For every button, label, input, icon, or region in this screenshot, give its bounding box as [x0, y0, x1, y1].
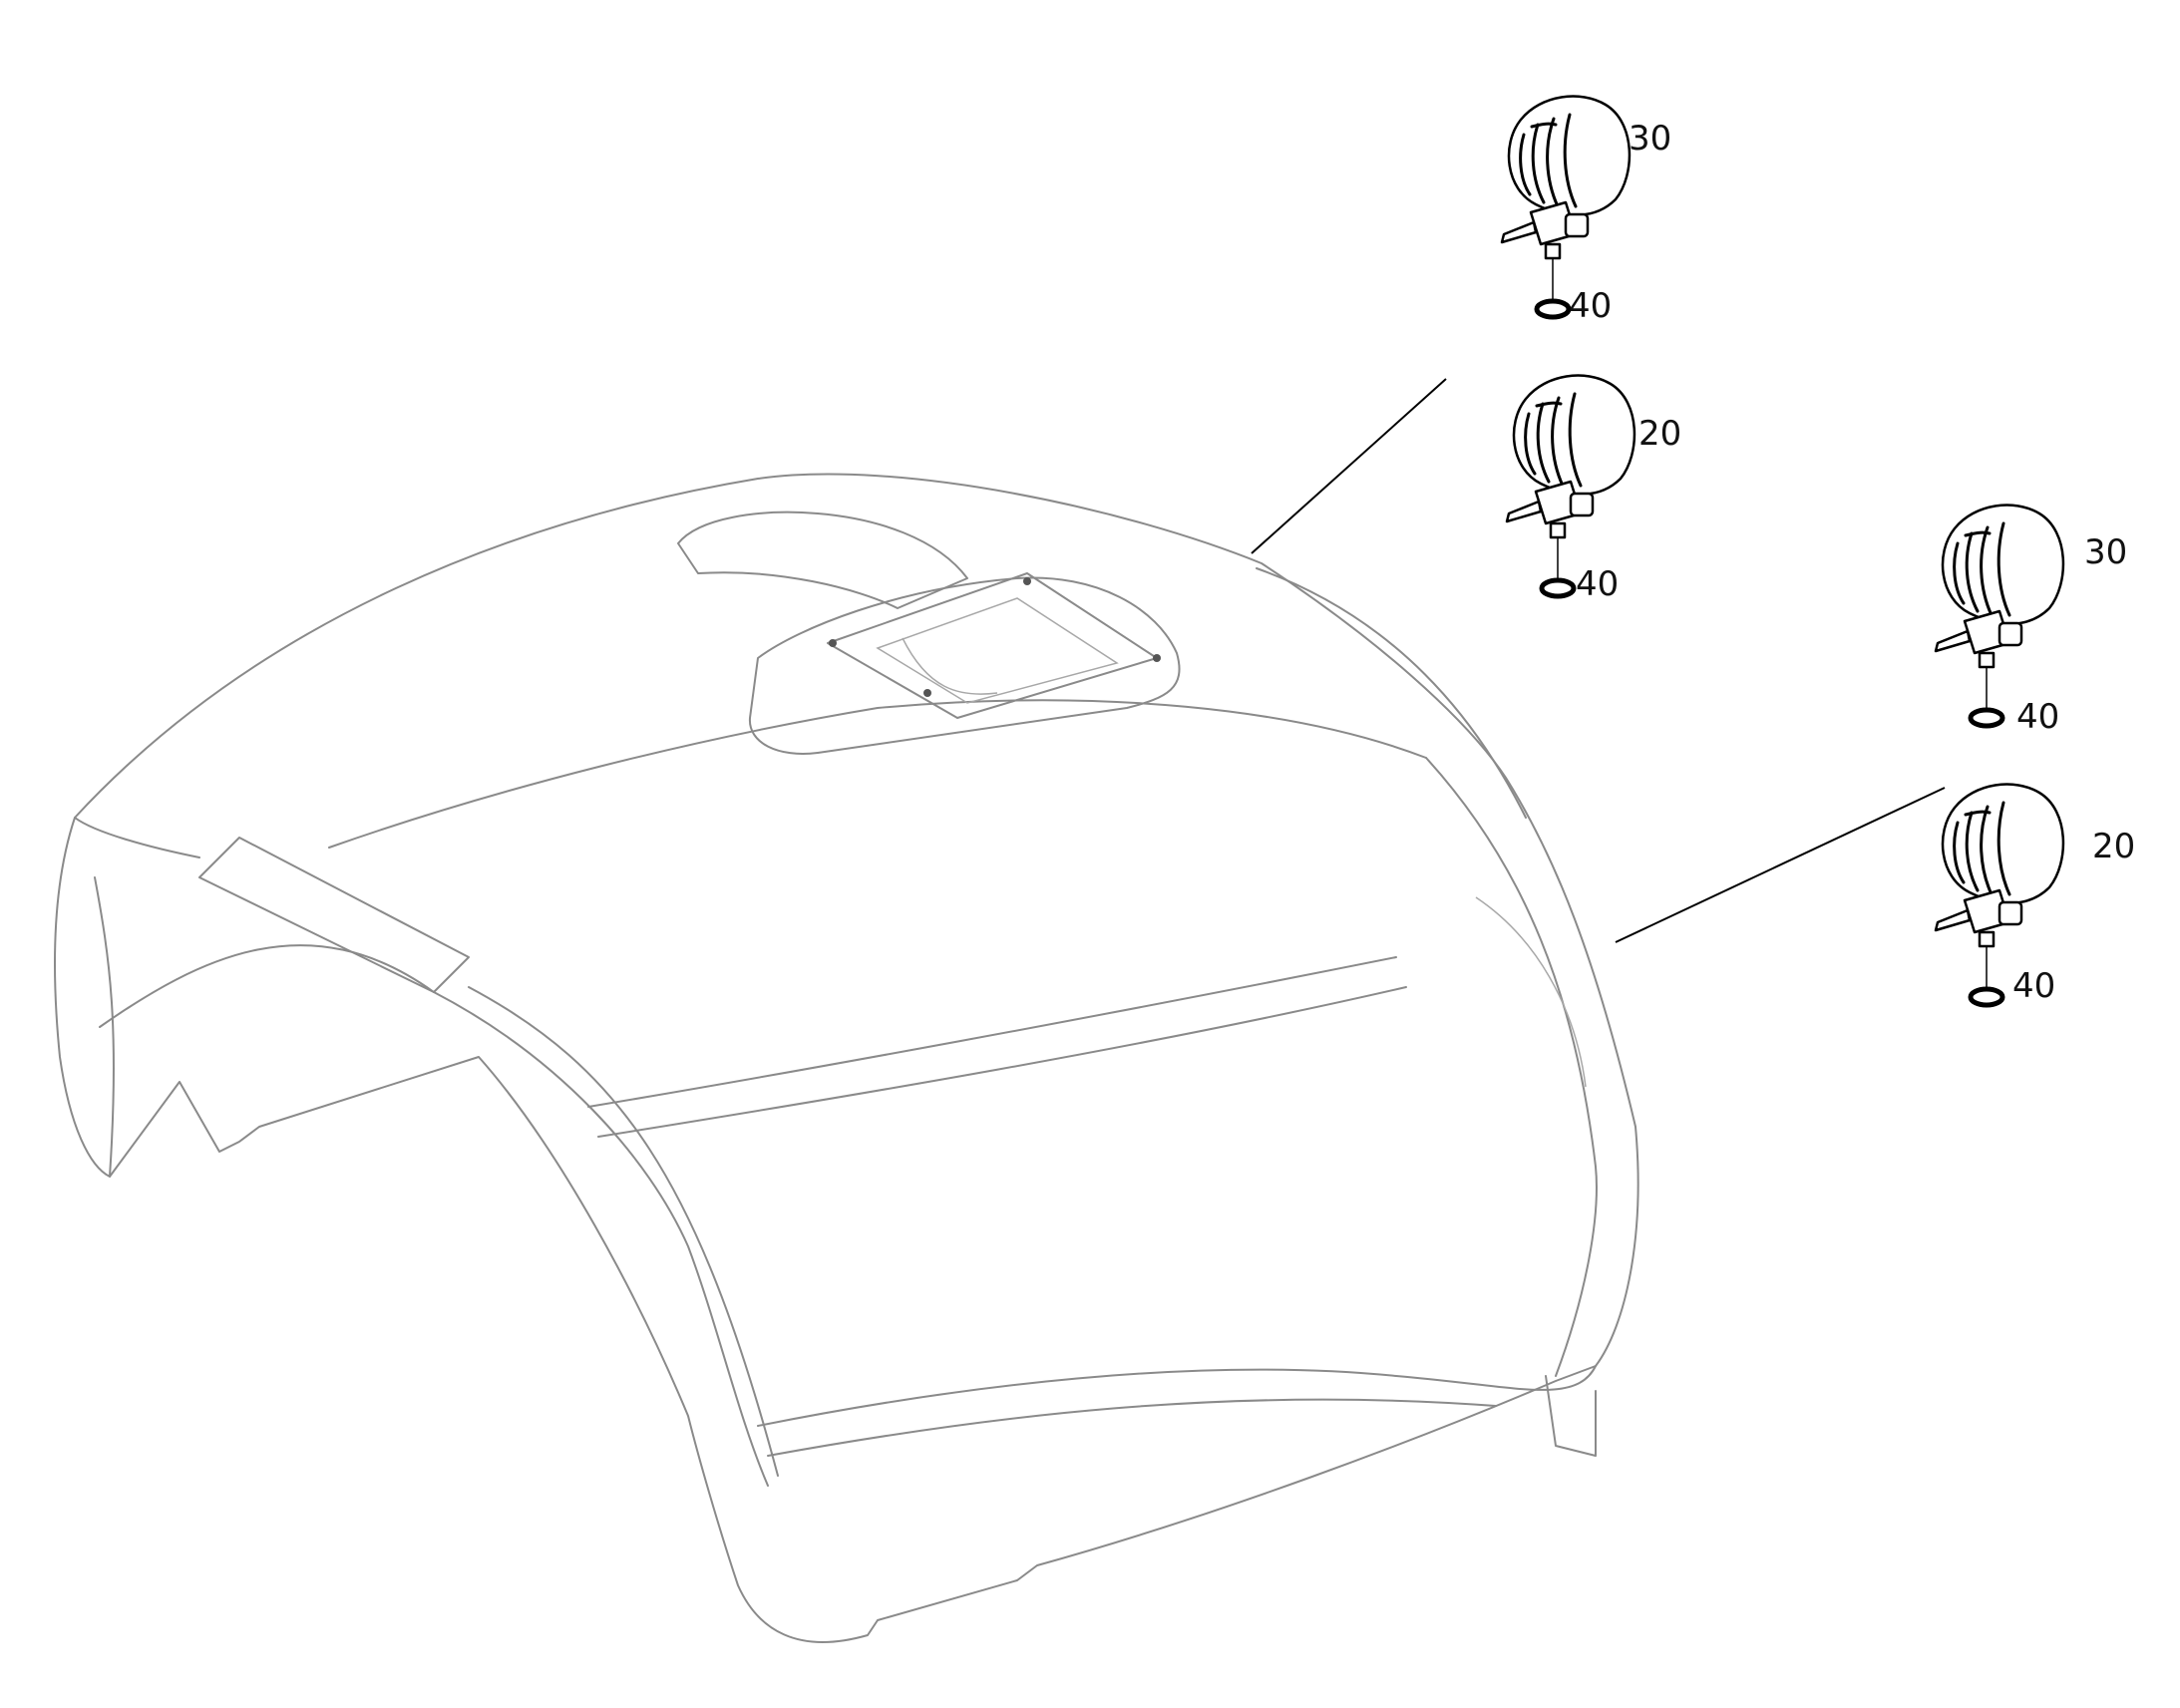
callout-40-upper-2: 40 [1576, 564, 1619, 604]
hood-cover [54, 473, 1639, 1643]
callout-30-upper: 30 [1629, 119, 1671, 159]
work-lamp-30-upper [1502, 97, 1630, 317]
callout-40-upper-1: 40 [1569, 286, 1612, 326]
leader-line-upper [1251, 378, 1447, 554]
leader-line-lower [1615, 787, 1946, 943]
callout-20-lower: 20 [2092, 827, 2135, 866]
work-lamp-30-lower [1936, 506, 2063, 726]
callout-40-lower-2: 40 [2012, 966, 2055, 1006]
work-lamp-20-upper [1507, 376, 1635, 596]
callout-40-lower-1: 40 [2016, 697, 2059, 737]
callout-20-upper: 20 [1638, 414, 1681, 454]
callout-30-lower: 30 [2084, 532, 2127, 572]
